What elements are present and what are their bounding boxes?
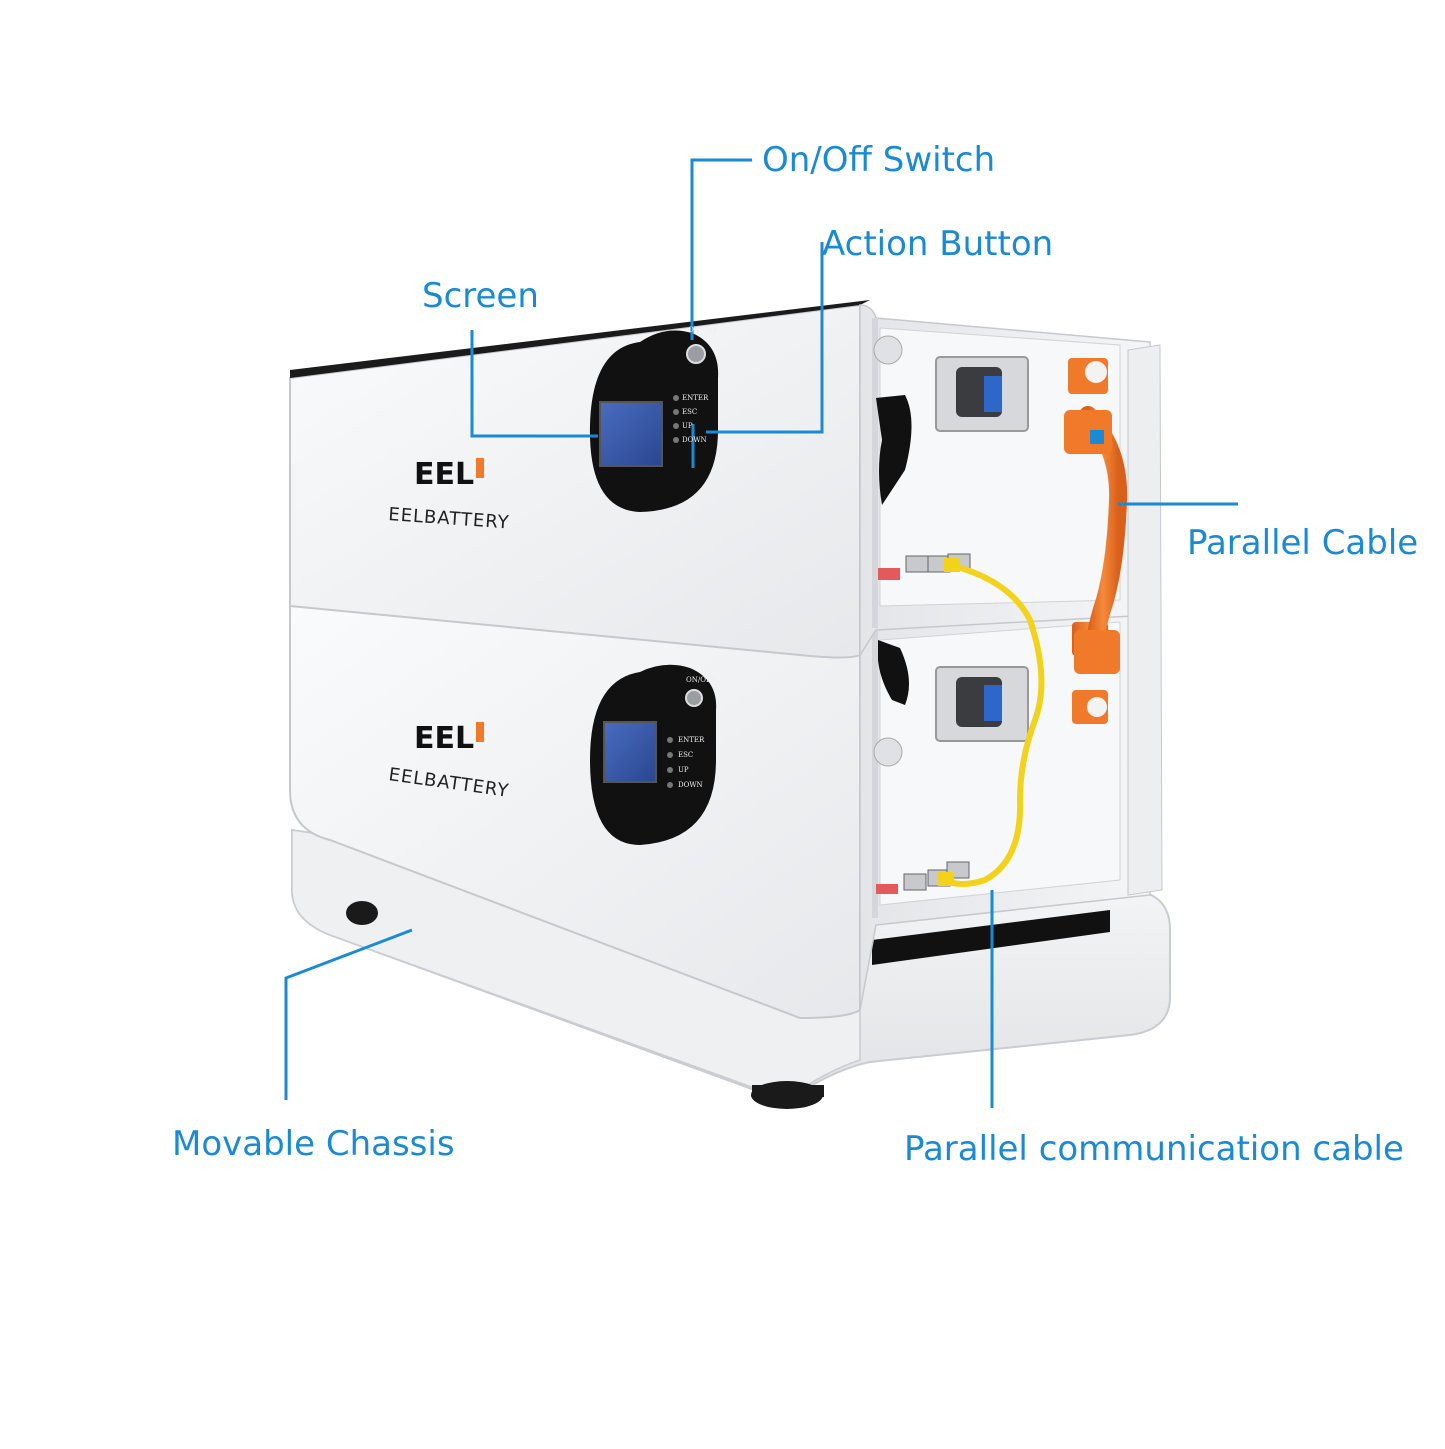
wheel xyxy=(346,901,378,925)
leader-line-movable-chassis xyxy=(284,928,413,1100)
power-switch-icon xyxy=(686,344,706,364)
leader-line-action-button xyxy=(706,242,824,434)
button-label-up: UP xyxy=(678,766,689,774)
button-label-down: DOWN xyxy=(682,436,707,444)
leader-line-on-off-switch xyxy=(690,158,752,340)
rj45-port-icon xyxy=(903,873,927,891)
callout-screen: Screen xyxy=(422,276,539,316)
lcd-screen xyxy=(603,721,657,783)
callout-parallel-communication-cable: Parallel communication cable xyxy=(904,1129,1404,1169)
callout-on-off-switch: On/Off Switch xyxy=(762,140,996,180)
control-panel-labels-lower: ON/OFF ENTER ESC UP DOWN xyxy=(678,676,716,789)
button-label-enter: ENTER xyxy=(678,736,705,744)
leader-line-screen xyxy=(470,330,598,438)
logo-bolt-icon xyxy=(476,722,484,742)
parallel-cable xyxy=(1064,406,1128,674)
logo-mark: EEL xyxy=(414,721,474,756)
switch-label: ON/OFF xyxy=(688,326,718,334)
callout-action-button: Action Button xyxy=(822,224,1054,264)
power-switch-icon xyxy=(685,689,703,707)
upper-battery-module xyxy=(289,300,1163,896)
lcd-screen xyxy=(599,401,663,467)
control-panel-labels-upper: ON/OFF ENTER ESC UP DOWN xyxy=(682,326,718,444)
logo-bolt-icon xyxy=(476,458,484,478)
callout-movable-chassis: Movable Chassis xyxy=(172,1124,455,1164)
button-label-down: DOWN xyxy=(678,781,703,789)
button-label-esc: ESC xyxy=(678,751,693,759)
button-label-enter: ENTER xyxy=(682,394,709,402)
leader-lines xyxy=(284,158,1238,1108)
logo-mark: EEL xyxy=(414,457,474,492)
button-label-up: UP xyxy=(682,422,693,430)
switch-label: ON/OFF xyxy=(686,676,716,684)
callout-parallel-cable: Parallel Cable xyxy=(1187,523,1419,563)
parallel-communication-cable xyxy=(938,558,1045,887)
lower-battery-module xyxy=(289,604,1151,1020)
rj45-port-icon xyxy=(905,555,929,573)
button-label-esc: ESC xyxy=(682,408,697,416)
